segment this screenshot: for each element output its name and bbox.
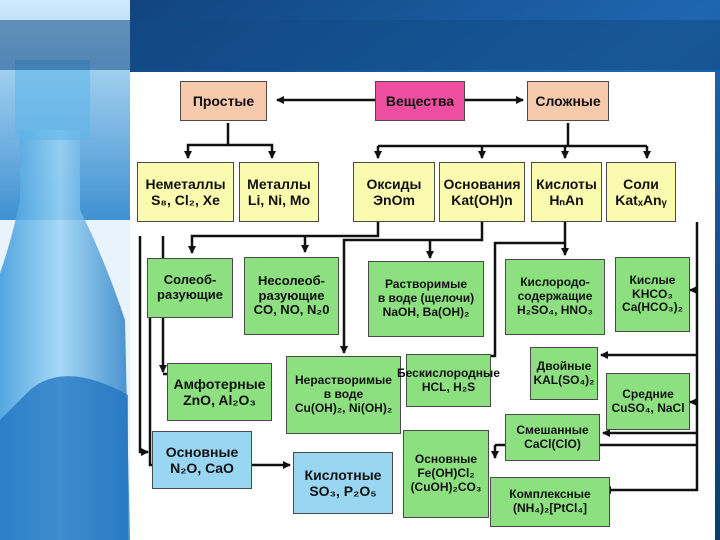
node-kislorodsoderzhashchie-line-1: Кислородо- — [520, 276, 590, 290]
node-kislorodsoderzhashchie-line-3: H₂SO₄, HNO₃ — [517, 304, 593, 318]
node-nesoleobrazuyushchie-line-2: разующие — [259, 289, 325, 304]
node-slozhnye-line-1: Сложные — [535, 93, 600, 109]
node-osnovnye-soli-line-2: Fe(OH)Cl₂ — [417, 467, 474, 481]
node-soleobrazuyushchie-line-1: Солеоб- — [164, 273, 217, 288]
node-dvoynye-line-2: KAL(SO₄)₂ — [533, 374, 594, 388]
node-smeshannye-line-1: Смешанные — [516, 424, 588, 438]
node-kompleksnye: Комплексные (NH₄)₂[PtCl₄] — [490, 477, 610, 527]
node-nemetally-line-2: S₈, Cl₂, Xe — [151, 192, 220, 208]
node-slozhnye: Сложные — [527, 81, 609, 121]
node-metally: Металлы Li, Ni, Mo — [239, 162, 319, 222]
node-amfoternye: Амфотерные ZnO, Al₂O₃ — [167, 363, 272, 421]
node-kislotnye-line-1: Кислотные — [305, 467, 382, 483]
node-metally-line-2: Li, Ni, Mo — [248, 192, 310, 208]
node-nerastvorimye-line-3: Cu(OH)₂, Ni(OH)₂ — [295, 402, 392, 416]
node-nesoleobrazuyushchie-line-3: CO, NO, N₂0 — [254, 303, 330, 318]
node-nerastvorimye: Нерастворимые в воде Cu(OH)₂, Ni(OH)₂ — [286, 356, 401, 434]
node-smeshannye: Смешанные CaCl(ClO) — [505, 414, 600, 461]
node-rastvorimye: Растворимые в воде (щелочи) NaOH, Ba(OH)… — [368, 261, 484, 337]
node-osnovnye-oksidy-line-2: N₂O, CaO — [170, 460, 234, 476]
node-soli-line-1: Соли — [623, 176, 659, 192]
node-rastvorimye-line-2: в воде (щелочи) — [378, 292, 474, 306]
node-nemetally: Неметаллы S₈, Cl₂, Xe — [137, 162, 234, 222]
node-soli: Соли KatₓAnᵧ — [606, 162, 676, 222]
node-metally-line-1: Металлы — [247, 176, 311, 192]
node-dvoynye: Двойные KAL(SO₄)₂ — [530, 347, 598, 400]
node-soleobrazuyushchie: Солеоб- разующие — [147, 258, 233, 318]
node-osnovaniya-line-2: Kat(OH)n — [451, 192, 512, 208]
node-rastvorimye-line-1: Растворимые — [385, 278, 467, 292]
node-rastvorimye-line-3: NaOH, Ba(OH)₂ — [383, 306, 470, 320]
node-osnovnye-oksidy-line-1: Основные — [166, 444, 239, 460]
node-prostye: Простые — [180, 81, 267, 121]
node-kislotnye: Кислотные SO₃, P₂O₅ — [293, 452, 393, 514]
node-beskislorodnye-line-2: HCL, H₂S — [422, 381, 475, 395]
node-kislye-line-3: Ca(HCO₃)₂ — [622, 301, 683, 315]
node-soli-line-2: KatₓAnᵧ — [615, 192, 666, 208]
node-kislorodsoderzhashchie-line-2: содержащие — [518, 290, 593, 304]
node-smeshannye-line-2: CaCl(ClO) — [524, 438, 581, 452]
node-kisloty-line-2: HₙAn — [549, 192, 583, 208]
node-kislorodsoderzhashchie: Кислородо- содержащие H₂SO₄, HNO₃ — [505, 259, 605, 335]
node-nerastvorimye-line-1: Нерастворимые — [295, 374, 392, 388]
node-nemetally-line-1: Неметаллы — [145, 176, 225, 192]
node-nesoleobrazuyushchie-line-1: Несолеоб- — [258, 274, 325, 289]
node-kompleksnye-line-1: Комплексные — [509, 488, 590, 502]
node-kompleksnye-line-2: (NH₄)₂[PtCl₄] — [513, 502, 587, 516]
node-nesoleobrazuyushchie: Несолеоб- разующие CO, NO, N₂0 — [244, 257, 339, 335]
node-kisloty-line-1: Кислоты — [536, 176, 597, 192]
node-kislye-line-1: Кислые — [630, 274, 676, 288]
node-osnovnye-oksidy: Основные N₂O, CaO — [152, 431, 252, 489]
node-soleobrazuyushchie-line-2: разующие — [157, 288, 223, 303]
node-oksidy: Оксиды ЭnOm — [353, 162, 435, 222]
node-osnovaniya-line-1: Основания — [443, 176, 520, 192]
node-amfoternye-line-1: Амфотерные — [174, 376, 266, 392]
node-kislotnye-line-2: SO₃, P₂O₅ — [309, 483, 376, 499]
node-beskislorodnye-line-1: Бескислородные — [397, 367, 500, 381]
node-beskislorodnye: Бескислородные HCL, H₂S — [406, 354, 491, 407]
node-osnovnye-soli-line-1: Основные — [415, 453, 477, 467]
node-kislye-line-2: KHCO₃ — [632, 288, 673, 302]
node-oksidy-line-2: ЭnOm — [373, 192, 415, 208]
node-osnovnye-soli-line-3: (CuOH)₂CO₃ — [411, 481, 482, 495]
node-nerastvorimye-line-2: в воде — [324, 388, 363, 402]
node-amfoternye-line-2: ZnO, Al₂O₃ — [183, 392, 256, 408]
node-osnovaniya: Основания Kat(OH)n — [439, 162, 525, 222]
node-prostye-line-1: Простые — [193, 93, 254, 109]
node-veshchestva: Вещества — [375, 81, 465, 121]
node-kislye: Кислые KHCO₃ Ca(HCO₃)₂ — [615, 257, 690, 332]
node-oksidy-line-1: Оксиды — [367, 176, 422, 192]
node-srednie-line-2: CuSO₄, NaCl — [611, 402, 684, 416]
node-kisloty: Кислоты HₙAn — [531, 162, 602, 222]
node-veshchestva-line-1: Вещества — [386, 93, 454, 109]
node-dvoynye-line-1: Двойные — [537, 360, 592, 374]
node-srednie: Средние CuSO₄, NaCl — [606, 373, 690, 430]
node-srednie-line-1: Средние — [622, 388, 674, 402]
node-osnovnye-soli: Основные Fe(OH)Cl₂ (CuOH)₂CO₃ — [403, 430, 489, 518]
